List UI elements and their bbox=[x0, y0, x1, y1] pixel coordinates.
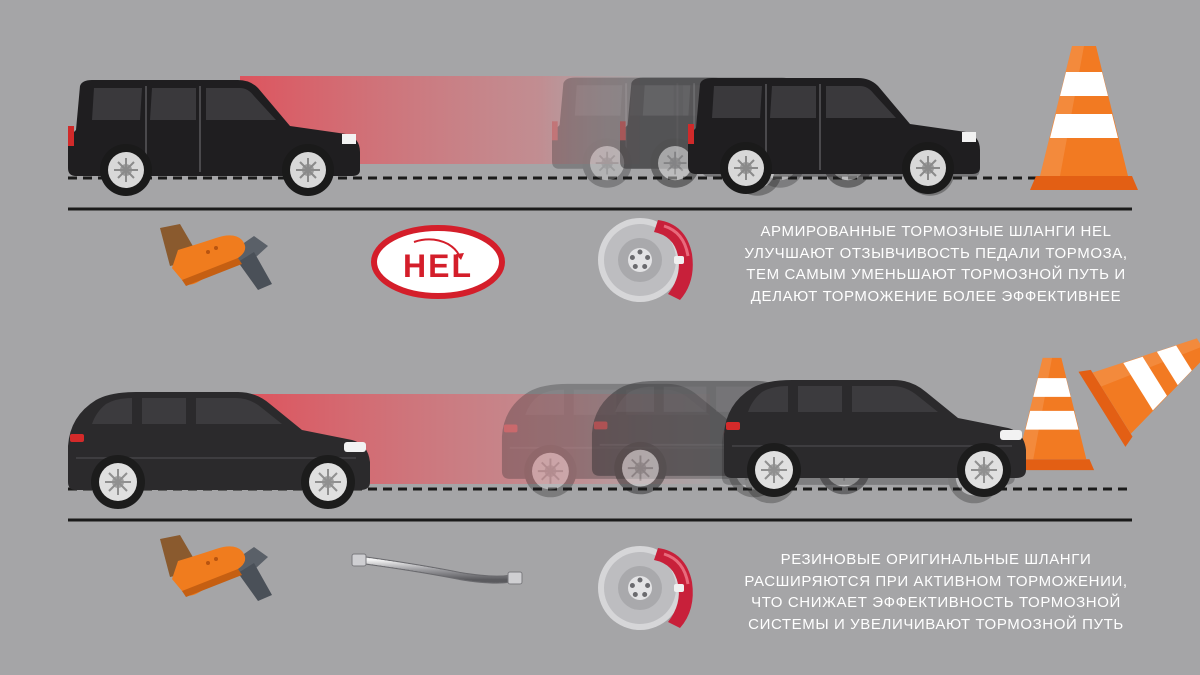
hel-logo: HEL bbox=[371, 225, 505, 299]
rubber-brake-hose-icon bbox=[351, 553, 523, 585]
foot-on-pedal-icon bbox=[160, 535, 272, 601]
bottom-caption-line-3: ЧТО СНИЖАЕТ ЭФФЕКТИВНОСТЬ ТОРМОЗНОЙ bbox=[751, 594, 1121, 611]
traffic-cone-icon bbox=[1030, 46, 1138, 190]
bottom-caption: РЕЗИНОВЫЕ ОРИГИНАЛЬНЫЕ ШЛАНГИ РАСШИРЯЮТС… bbox=[716, 549, 1156, 635]
bottom-scenario bbox=[67, 309, 1200, 632]
brake-disc-caliper-icon bbox=[596, 216, 695, 304]
top-caption-line-1: АРМИРОВАННЫЕ ТОРМОЗНЫЕ ШЛАНГИ HEL bbox=[760, 223, 1112, 240]
foot-on-pedal-icon bbox=[160, 224, 272, 290]
top-caption-line-3: ТЕМ САМЫМ УМЕНЬШАЮТ ТОРМОЗНОЙ ПУТЬ И bbox=[746, 266, 1126, 283]
hel-logo-text: HEL bbox=[403, 248, 473, 284]
bottom-caption-line-2: РАСШИРЯЮТСЯ ПРИ АКТИВНОМ ТОРМОЖЕНИИ, bbox=[744, 572, 1128, 590]
bottom-caption-line-4: СИСТЕМЫ И УВЕЛИЧИВАЮТ ТОРМОЗНОЙ ПУТЬ bbox=[748, 615, 1124, 633]
top-scenario: HEL bbox=[67, 46, 1138, 304]
brake-disc-caliper-icon bbox=[596, 544, 695, 632]
knocked-cone-icon bbox=[1078, 309, 1200, 447]
top-caption-line-4: ДЕЛАЮТ ТОРМОЖЕНИЕ БОЛЕЕ ЭФФЕКТИВНЕЕ bbox=[750, 287, 1122, 305]
bottom-caption-line-1: РЕЗИНОВЫЕ ОРИГИНАЛЬНЫЕ ШЛАНГИ bbox=[780, 551, 1092, 568]
top-caption: АРМИРОВАННЫЕ ТОРМОЗНЫЕ ШЛАНГИ HEL УЛУЧША… bbox=[716, 221, 1156, 307]
top-caption-line-2: УЛУЧШАЮТ ОТЗЫВЧИВОСТЬ ПЕДАЛИ ТОРМОЗА, bbox=[744, 244, 1128, 262]
